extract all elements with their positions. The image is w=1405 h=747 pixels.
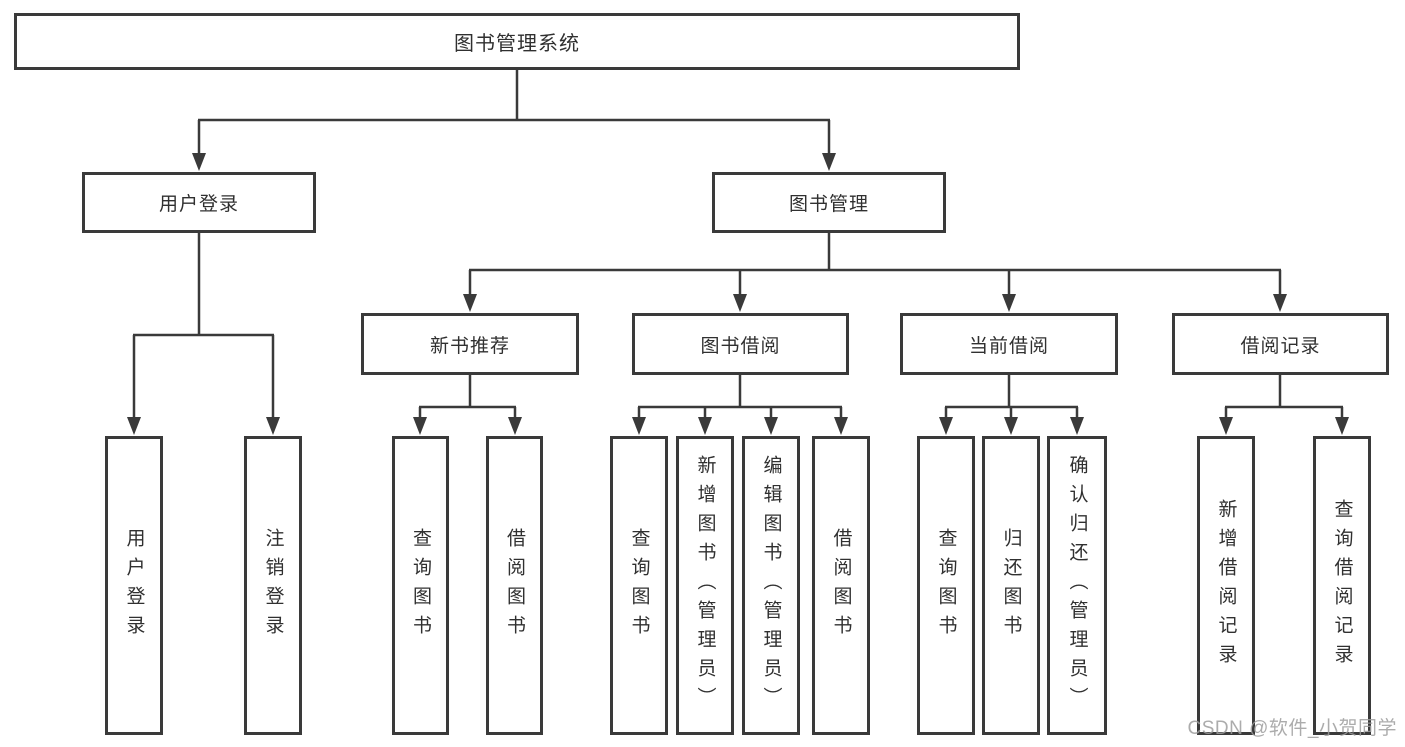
leaf-label: 查询借阅记录 — [1331, 498, 1353, 673]
leaf-label: 确认归还（管理员） — [1066, 455, 1088, 716]
leaf-label: 借阅图书 — [830, 527, 852, 644]
leaf-label: 归还图书 — [1000, 527, 1022, 644]
leaf-logout: 注销登录 — [244, 436, 302, 735]
leaf-borrow-books-recommend: 借阅图书 — [486, 436, 543, 735]
leaf-label: 查询图书 — [628, 527, 650, 644]
leaf-query-books-current: 查询图书 — [917, 436, 975, 735]
leaf-return-books: 归还图书 — [982, 436, 1040, 735]
leaf-add-borrow-record: 新增借阅记录 — [1197, 436, 1255, 735]
node-new-book-recommend: 新书推荐 — [361, 313, 579, 375]
node-book-borrowing: 图书借阅 — [632, 313, 849, 375]
connector-lines — [133, 70, 1343, 409]
node-library-management-system: 图书管理系统 — [14, 13, 1020, 70]
leaf-label: 用户登录 — [123, 527, 145, 644]
node-borrowing-records: 借阅记录 — [1172, 313, 1389, 375]
leaf-user-login: 用户登录 — [105, 436, 163, 735]
leaf-label: 编辑图书（管理员） — [760, 455, 782, 716]
leaf-label: 借阅图书 — [504, 527, 525, 644]
leaf-query-books-borrowing: 查询图书 — [610, 436, 668, 735]
leaf-confirm-return-admin: 确认归还（管理员） — [1047, 436, 1107, 735]
csdn-watermark: CSDN @软件_小贺同学 — [1187, 718, 1397, 739]
leaf-label: 新增图书（管理员） — [694, 455, 716, 716]
connector-arrowheads — [127, 153, 1349, 435]
leaf-query-borrow-record: 查询借阅记录 — [1313, 436, 1371, 735]
node-current-borrowing: 当前借阅 — [900, 313, 1118, 375]
leaf-add-books-admin: 新增图书（管理员） — [676, 436, 734, 735]
node-user-login: 用户登录 — [82, 172, 316, 233]
leaf-label: 新增借阅记录 — [1215, 498, 1237, 673]
leaf-borrow-books: 借阅图书 — [812, 436, 870, 735]
leaf-edit-books-admin: 编辑图书（管理员） — [742, 436, 800, 735]
leaf-label: 查询图书 — [935, 527, 957, 644]
node-book-management: 图书管理 — [712, 172, 946, 233]
connector-arrow-shafts — [132, 120, 1344, 418]
leaf-label: 注销登录 — [262, 527, 284, 644]
leaf-query-books-recommend: 查询图书 — [392, 436, 449, 735]
leaf-label: 查询图书 — [410, 527, 431, 644]
